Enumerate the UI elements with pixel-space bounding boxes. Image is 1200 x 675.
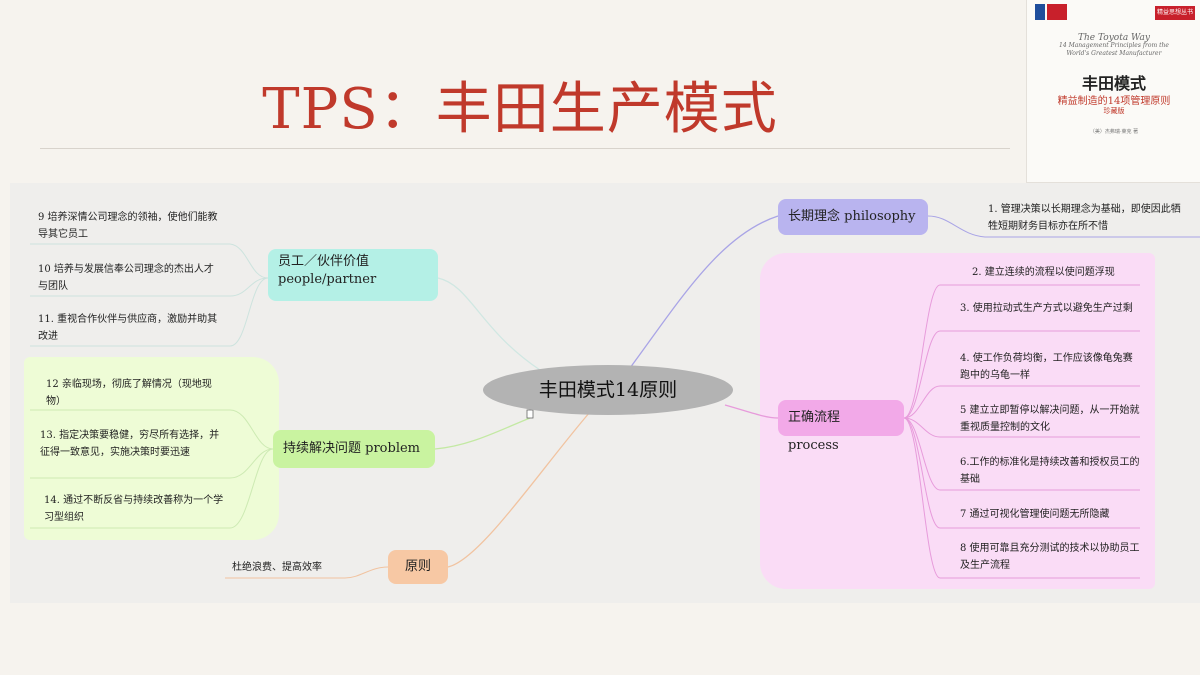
leaf-principle-7[interactable]: 7 通过可视化管理使问题无所隐藏 [960, 509, 1110, 520]
book-title: 丰田模式 [1081, 74, 1146, 93]
book-authors: （美）杰弗瑞·莱克 著 [1089, 129, 1139, 135]
series-badge: 精益思想丛书 [1155, 6, 1195, 20]
leaf-principle-11[interactable]: 11. 重视合作伙伴与供应商，激励并助其改进 [38, 314, 218, 342]
leaf-principle-core[interactable]: 杜绝浪费、提高效率 [232, 562, 322, 573]
leaf-principle-5[interactable]: 5 建立立即暂停以解决问题，从一开始就重视质量控制的文化 [960, 405, 1140, 433]
book-english-title: The Toyota Way 14 Management Principles … [1059, 33, 1169, 58]
leaf-principle-9[interactable]: 9 培养深情公司理念的领袖，使他们能教导其它员工 [38, 212, 218, 240]
note-icon [526, 409, 534, 419]
branch-principle[interactable]: 原则 [388, 550, 448, 584]
center-node[interactable]: 丰田模式14原则 [483, 365, 733, 415]
branch-people[interactable]: 员工／伙伴价值 people/partner [268, 249, 438, 301]
publisher-logo [1035, 4, 1045, 20]
leaf-principle-13[interactable]: 13. 指定决策要稳健，穷尽所有选择，并征得一致意见，实施决策时要迅速 [40, 430, 220, 458]
leaf-principle-12[interactable]: 12 亲临现场，彻底了解情况（现地现物） [46, 379, 212, 407]
branch-problem[interactable]: 持续解决问题 problem [273, 430, 435, 468]
publisher-logo-mark [1047, 4, 1067, 20]
leaf-principle-8[interactable]: 8 使用可靠且充分测试的技术以协助员工及生产流程 [960, 543, 1140, 571]
leaf-principle-2[interactable]: 2. 建立连续的流程以使问题浮现 [972, 267, 1115, 278]
branch-process[interactable]: 正确流程 process [778, 400, 904, 453]
leaf-principle-10[interactable]: 10 培养与发展信奉公司理念的杰出人才与团队 [38, 264, 214, 292]
page-title: TPS：丰田生产模式 [262, 77, 778, 142]
branch-philosophy[interactable]: 长期理念 philosophy [778, 199, 928, 235]
leaf-principle-14[interactable]: 14. 通过不断反省与持续改善称为一个学习型组织 [44, 495, 224, 523]
book-subtitle: 精益制造的14项管理原则 [1057, 96, 1171, 107]
leaf-principle-1[interactable]: 1. 管理决策以长期理念为基础，即使因此牺牲短期财务目标亦在所不惜 [988, 204, 1181, 232]
book-edition: 珍藏版 [1103, 107, 1125, 115]
book-cover-image: 精益思想丛书 The Toyota Way 14 Management Prin… [1026, 0, 1200, 183]
leaf-principle-3[interactable]: 3. 使用拉动式生产方式以避免生产过剩 [960, 303, 1133, 314]
leaf-principle-6[interactable]: 6.工作的标准化是持续改善和授权员工的基础 [960, 457, 1140, 485]
leaf-principle-4[interactable]: 4. 使工作负荷均衡，工作应该像龟兔赛跑中的乌龟一样 [960, 353, 1133, 381]
problem-region [24, 357, 279, 540]
title-divider [40, 148, 1010, 149]
